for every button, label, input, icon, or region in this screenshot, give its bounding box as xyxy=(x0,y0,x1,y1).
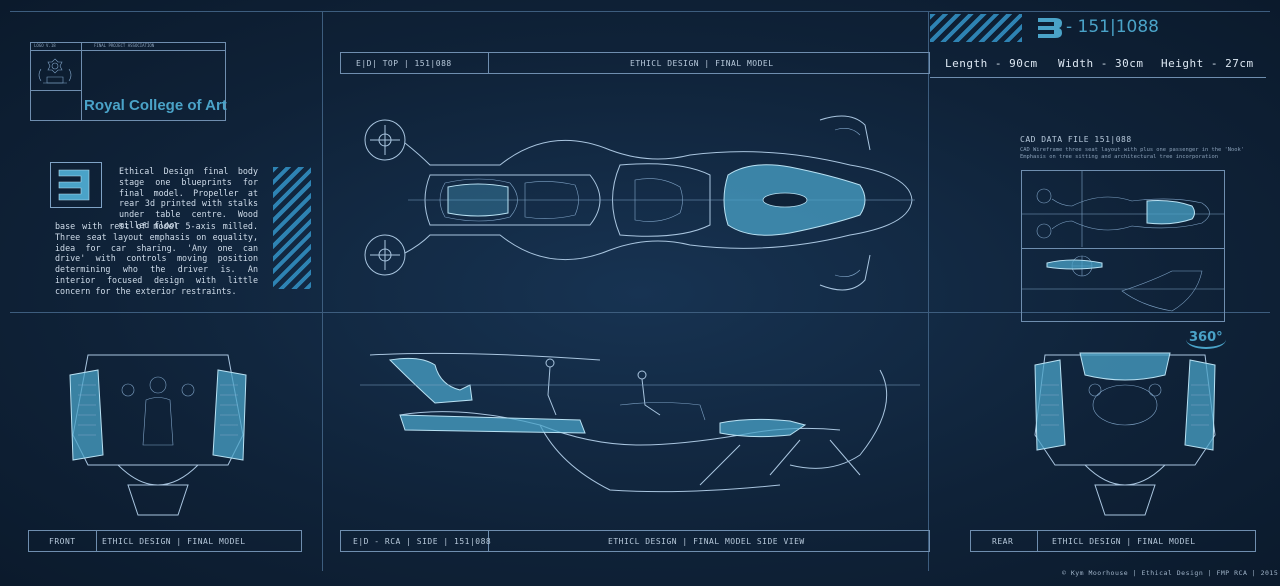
front-title: ETHICL DESIGN | FINAL MODEL xyxy=(102,537,246,546)
top-view-blueprint xyxy=(364,115,915,291)
side-title-bar xyxy=(340,530,930,552)
hatch-decoration-top xyxy=(930,14,1022,42)
grid-line-mid xyxy=(10,312,1270,313)
top-view-code: E|D| TOP | 151|088 xyxy=(356,59,452,68)
logo-panel xyxy=(30,42,226,121)
grid-line-top xyxy=(10,11,1270,12)
cad-panel xyxy=(1021,170,1225,322)
top-title-bar xyxy=(340,52,930,74)
rear-view-blueprint xyxy=(1034,352,1216,516)
rear-title: ETHICL DESIGN | FINAL MODEL xyxy=(1052,537,1196,546)
front-title-bar xyxy=(28,530,302,552)
dim-width: Width - 30cm xyxy=(1058,57,1144,70)
institution-name: Royal College of Art xyxy=(84,97,227,114)
rear-title-bar xyxy=(970,530,1256,552)
side-view-code: E|D - RCA | SIDE | 151|088 xyxy=(353,537,492,546)
top-view-title: ETHICL DESIGN | FINAL MODEL xyxy=(630,59,774,68)
grid-line-v2 xyxy=(928,11,929,571)
footer-credit: © Kym Moorhouse | Ethical Design | FMP R… xyxy=(1062,569,1279,577)
description-text-top: Ethical Design final body stage one blue… xyxy=(119,166,258,230)
side-view-blueprint xyxy=(360,352,920,493)
grid-line-v1 xyxy=(322,11,323,571)
dim-length: Length - 90cm xyxy=(945,57,1038,70)
cad-wireframe xyxy=(1022,171,1224,312)
cad-title: CAD DATA FILE 151|088 xyxy=(1020,135,1132,144)
cad-line-1: CAD Wireframe three seat layout with plu… xyxy=(1020,147,1244,153)
brand-glyph-icon xyxy=(1038,18,1062,38)
rear-label: REAR xyxy=(992,537,1014,546)
rotate-360-icon[interactable]: 360° xyxy=(1186,330,1226,349)
description-text: base with rest of model 5-axis milled. T… xyxy=(55,221,258,296)
side-view-title: ETHICL DESIGN | FINAL MODEL SIDE VIEW xyxy=(608,537,805,546)
logo-header-left: LOGO V.18 xyxy=(34,43,56,48)
crest-icon xyxy=(38,58,72,84)
dims-underline xyxy=(930,77,1266,78)
front-label: FRONT xyxy=(49,537,76,546)
section-number-icon xyxy=(50,162,102,208)
dim-height: Height - 27cm xyxy=(1161,57,1254,70)
front-view-blueprint xyxy=(69,354,247,516)
project-id: - 151|1088 xyxy=(1066,17,1159,37)
logo-header-right: FINAL PROJECT ASSOCIATION xyxy=(94,43,155,48)
cad-line-2: Emphasis on tree sitting and architectur… xyxy=(1020,154,1218,160)
hatch-decoration-left xyxy=(273,167,311,289)
